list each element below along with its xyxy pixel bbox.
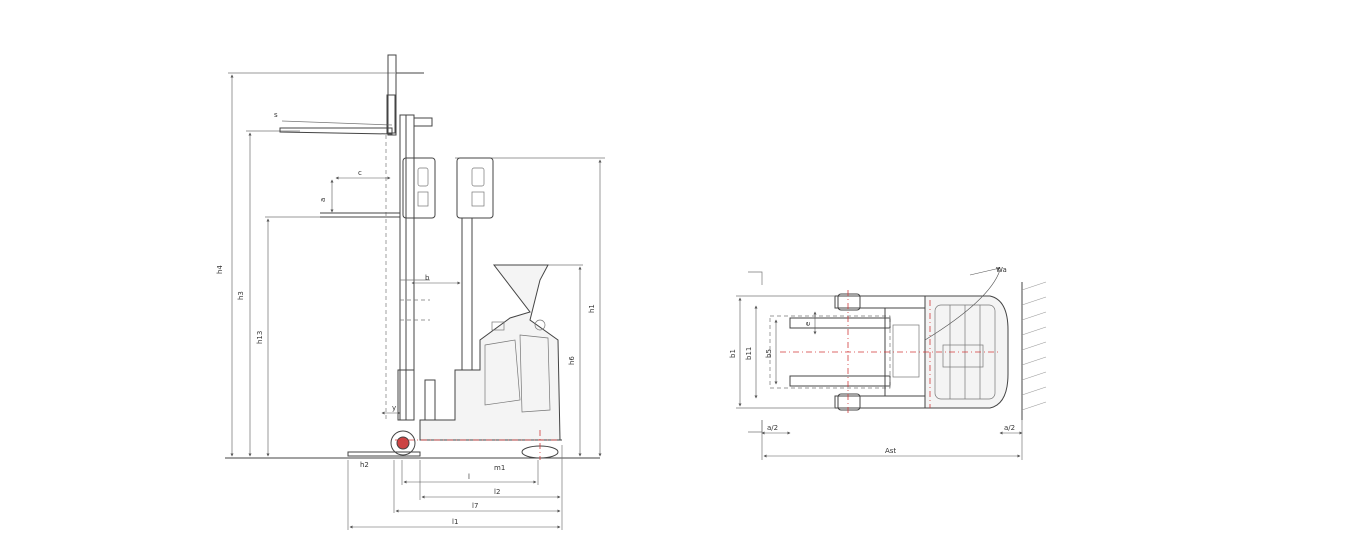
side-view: h4 h3 h13 h1 h6 a c b s y h2 m1 l l2 l7 … <box>216 54 605 530</box>
label-ast: Ast <box>885 447 896 455</box>
label-e: e <box>804 322 812 326</box>
label-b: b <box>425 274 430 282</box>
label-l2: l2 <box>494 488 500 496</box>
truck-body <box>419 264 562 441</box>
label-h13: h13 <box>256 331 264 344</box>
label-a: a <box>319 198 327 202</box>
label-y: y <box>392 404 396 412</box>
lowered-forks <box>347 451 421 457</box>
label-b11: b11 <box>745 347 753 360</box>
dim-h13-lift <box>265 216 390 457</box>
turning-radius <box>924 269 1001 341</box>
outrigger-bottom <box>834 395 926 409</box>
label-l: l <box>468 473 470 481</box>
wall <box>1021 281 1047 420</box>
label-wa: Wa <box>996 266 1007 274</box>
dim-h4 <box>228 72 395 457</box>
label-l1: l1 <box>452 518 458 526</box>
load-wheel <box>390 430 416 456</box>
label-h1: h1 <box>588 304 596 313</box>
carriage-mid <box>320 157 436 219</box>
label-b1: b1 <box>729 349 737 358</box>
label-c: c <box>358 169 362 177</box>
label-h2: h2 <box>360 461 369 469</box>
label-l7: l7 <box>472 502 478 510</box>
label-h3: h3 <box>237 291 245 300</box>
pallet-corner-top <box>748 271 763 285</box>
label-m1: m1 <box>494 464 505 472</box>
label-a2-right: a/2 <box>1004 424 1015 432</box>
raised-forks <box>279 94 396 135</box>
outrigger-top <box>834 295 926 309</box>
label-h4: h4 <box>216 265 224 274</box>
pallet-corner-bottom <box>748 420 763 433</box>
wheel-top <box>837 293 861 311</box>
control-panel <box>942 344 984 368</box>
top-view: Wa b1 b11 b5 e a/2 a/2 Ast <box>729 266 1047 460</box>
carriage-inner <box>892 324 920 378</box>
label-h6: h6 <box>568 356 576 365</box>
label-a2-left: a/2 <box>767 424 778 432</box>
wheel-bottom <box>837 393 861 411</box>
label-b5: b5 <box>765 349 773 358</box>
label-s: s <box>274 111 278 119</box>
mast <box>385 54 436 441</box>
load-wheel-hub <box>396 436 410 450</box>
dim-h3 <box>246 130 300 457</box>
fork-bottom <box>789 375 891 387</box>
